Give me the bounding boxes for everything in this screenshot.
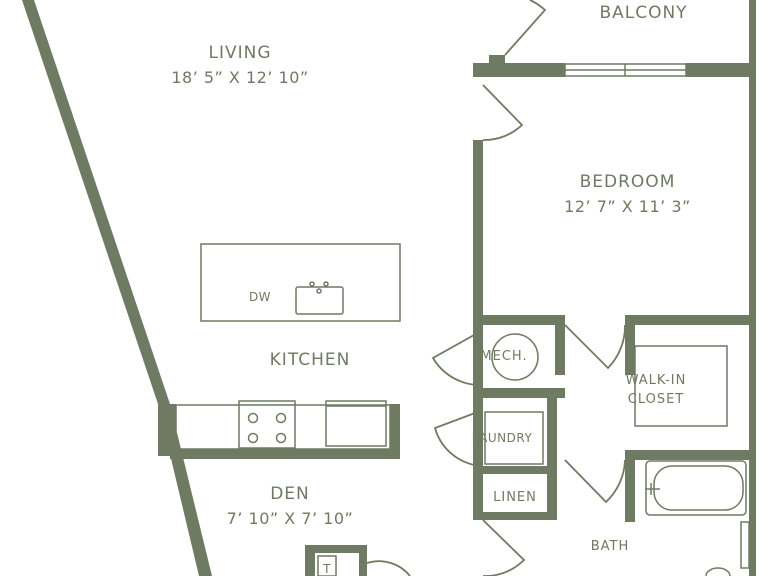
balcony-label: BALCONY — [599, 3, 688, 23]
walk-in-closet-label-line1: WALK-IN — [625, 373, 687, 388]
den-dims: 7’ 10” X 7’ 10” — [226, 509, 354, 528]
laundry-label: LAUNDRY — [471, 431, 533, 445]
closet-wall-upper — [625, 315, 635, 375]
bedroom-wall-bottom-left — [473, 315, 565, 325]
kitchen-wall-right — [390, 404, 400, 456]
laundry-door — [433, 409, 484, 467]
walk-in-closet-label-line2: CLOSET — [627, 392, 685, 407]
burner — [275, 432, 287, 444]
washer-dryer — [484, 411, 544, 465]
bathtub-inner — [653, 465, 744, 511]
burner — [247, 432, 259, 444]
mech-door — [431, 329, 484, 386]
linen-wall-left — [473, 474, 483, 520]
vanity — [740, 521, 750, 569]
mech-label: MECH. — [480, 349, 528, 364]
burner — [247, 412, 259, 424]
kitchen-counter — [175, 404, 391, 450]
closet-door — [564, 324, 626, 370]
laundry-wall-right — [547, 388, 557, 520]
sink-tap-right — [323, 281, 329, 287]
fixtures — [175, 243, 750, 580]
mech-wall-bottom — [473, 388, 565, 398]
water-heater-label: T — [323, 562, 331, 576]
kitchen-label: KITCHEN — [269, 350, 351, 370]
kitchen-wall-bottom — [170, 449, 400, 459]
den-wall-a — [305, 545, 315, 576]
den-wall-c — [359, 545, 367, 576]
bedroom-door — [482, 84, 524, 141]
mech-wall-right — [555, 315, 565, 375]
sink-faucet — [316, 288, 322, 294]
bathtub-outer — [645, 460, 747, 516]
island-sink — [295, 286, 344, 315]
exterior-wall-slanted — [22, 0, 212, 576]
sink-tap-left — [309, 281, 315, 287]
balcony-window — [564, 63, 687, 77]
bedroom-dims: 12’ 7” X 11’ 3” — [564, 197, 691, 216]
burner — [275, 412, 287, 424]
kitchen-wall-end — [158, 404, 176, 456]
living-label: LIVING — [208, 43, 272, 63]
kitchen-island — [200, 243, 401, 322]
bath-label: BATH — [590, 539, 630, 554]
bath-entry-door — [482, 519, 526, 577]
water-heater — [491, 333, 539, 381]
living-dims: 18’ 5” X 12’ 10” — [171, 68, 309, 87]
bedroom-wall-bottom-right — [625, 315, 756, 325]
refrigerator — [325, 400, 387, 447]
linen-wall-bottom — [473, 512, 557, 520]
balcony-door — [504, 0, 547, 56]
laundry-wall-bottom — [473, 466, 557, 474]
den-door — [366, 560, 411, 577]
bedroom-label: BEDROOM — [579, 172, 676, 192]
bedroom-wall-left — [473, 140, 483, 470]
den-wall-b — [305, 545, 367, 553]
bath-wall-top — [625, 450, 756, 460]
exterior-wall-right — [749, 0, 756, 576]
walls — [22, 0, 756, 576]
range-stove — [238, 400, 296, 449]
linen-label: LINEN — [493, 490, 537, 505]
dishwasher-label: DW — [248, 290, 272, 304]
toilet — [705, 567, 731, 580]
bath-door — [564, 459, 626, 504]
balcony-wall-right — [686, 63, 756, 77]
closet-shelf — [634, 345, 728, 427]
den-label: DEN — [270, 484, 310, 504]
bath-wall-left — [625, 450, 635, 522]
balcony-wall-left — [473, 63, 565, 77]
